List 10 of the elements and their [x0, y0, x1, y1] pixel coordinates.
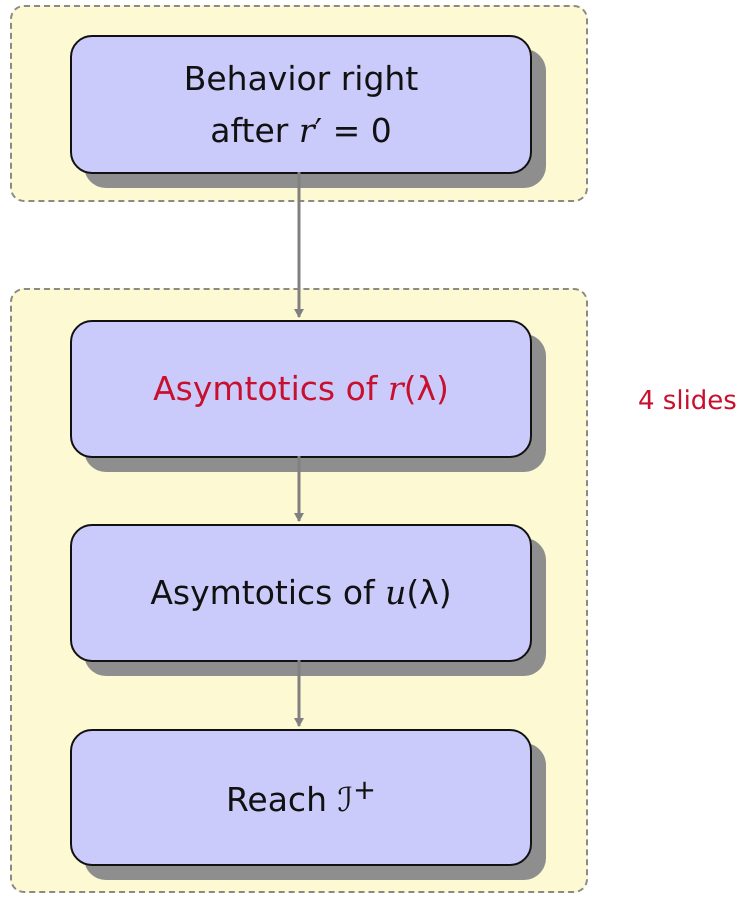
box-text: Behavior right after r′ = 0: [182, 58, 420, 152]
box-text: Reach ℐ$^{+}$: [226, 773, 376, 822]
box-text: Asymtotics of r(λ): [153, 368, 449, 410]
arrow: [294, 660, 304, 727]
group-panel: [10, 5, 588, 202]
group-panel: [10, 288, 588, 893]
note-label: 4 slides: [638, 386, 737, 416]
box-text: Asymtotics of u(λ): [150, 572, 452, 614]
arrow: [294, 456, 304, 522]
arrow: [294, 172, 304, 318]
